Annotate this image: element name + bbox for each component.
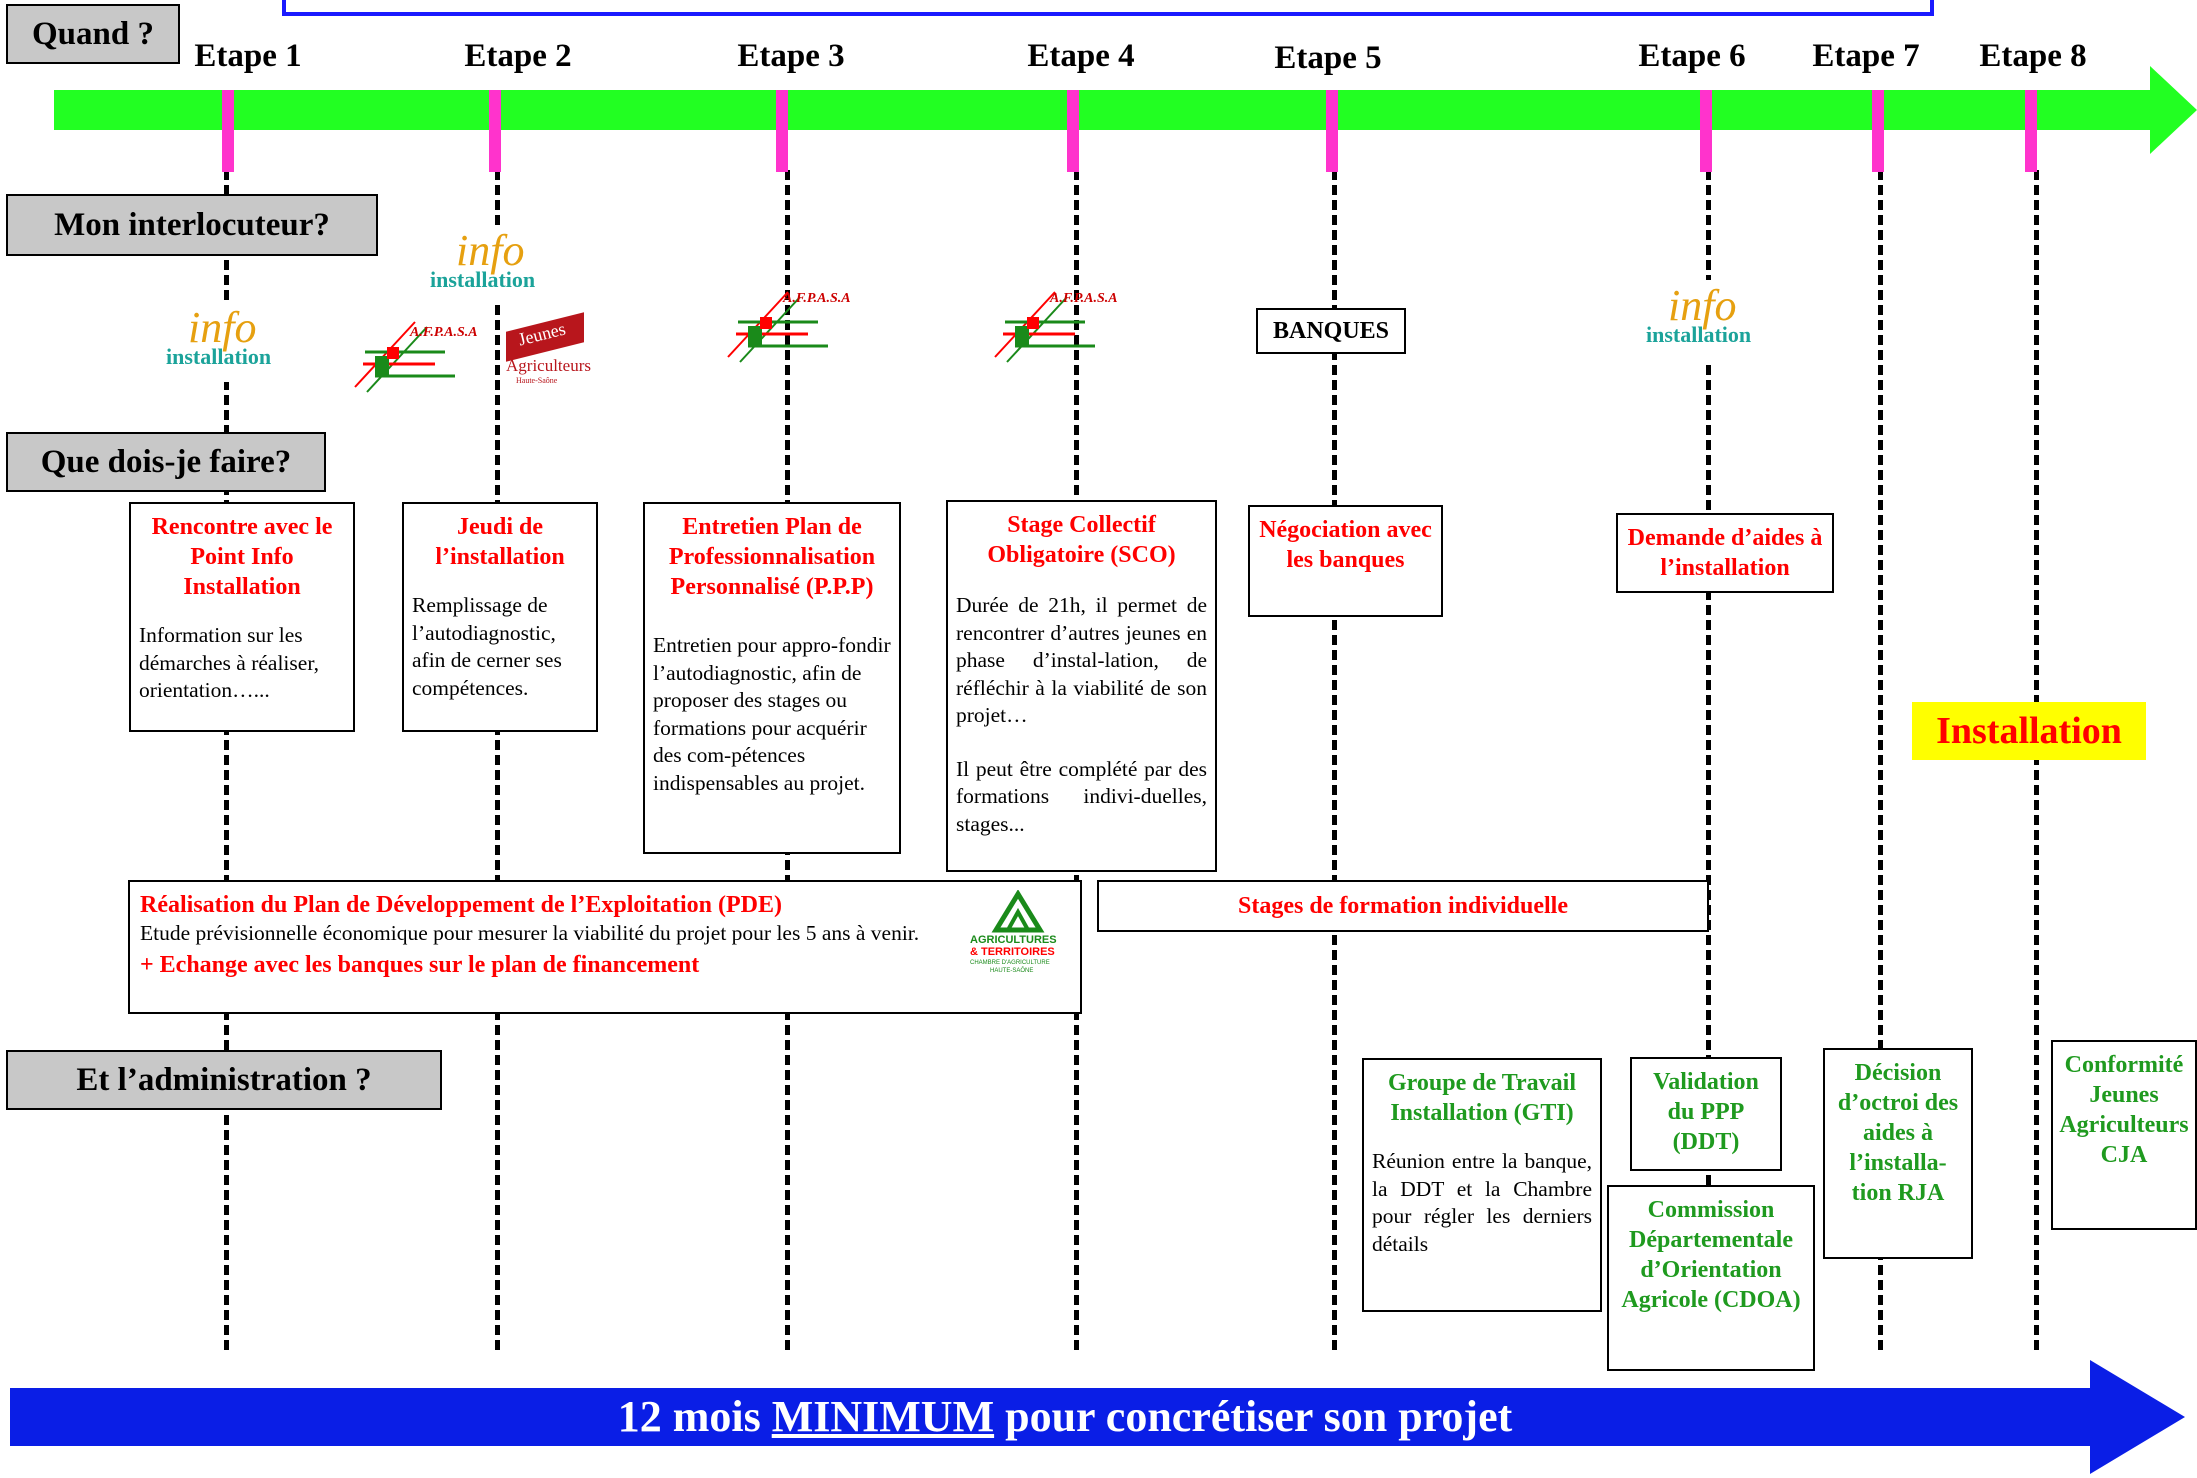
afpasa-logo-3: A.F.P.A.S.A: [727, 291, 851, 363]
pde-box: Réalisation du Plan de Développement de …: [128, 880, 1082, 1014]
step-line-7: [1878, 170, 1883, 1350]
administration-label: Et l’administration ?: [6, 1050, 442, 1110]
step-label-7: Etape 7: [1812, 38, 1920, 74]
task-4-title: Stage Collectif Obligatoire (SCO): [987, 512, 1176, 568]
gti-title: Groupe de Travail Installation (GTI): [1387, 1070, 1576, 1126]
agri-line-3: CHAMBRE D'AGRICULTURE: [970, 960, 1050, 966]
task-box-1: Rencontre avec le Point Info Installatio…: [129, 502, 355, 732]
duration-prefix: 12 mois: [617, 1391, 772, 1441]
step-label-8: Etape 8: [1979, 38, 2087, 74]
afpasa-text: A.F.P.A.S.A: [409, 325, 478, 340]
banques-label: BANQUES: [1256, 308, 1406, 354]
info-word: info: [188, 303, 257, 352]
stages-individuels-box: Stages de formation individuelle: [1097, 880, 1709, 932]
task-2-title: Jeudi de l’installation: [435, 514, 565, 570]
info-word: info: [456, 226, 525, 275]
gti-box: Groupe de Travail Installation (GTI) Réu…: [1362, 1058, 1602, 1312]
step-line-1: [224, 170, 229, 1350]
afpasa-logo-2: A.F.P.A.S.A: [354, 321, 478, 393]
agricultures-territoires-logo: AGRICULTURES & TERRITOIRES CHAMBRE D'AGR…: [970, 890, 1070, 982]
rja-title: Décision d’octroi des aides à l’installa…: [1837, 1060, 1959, 1206]
rja-box: Décision d’octroi des aides à l’installa…: [1823, 1048, 1973, 1259]
step-tick-1: [222, 90, 234, 172]
cja-box: Conformité Jeunes Agriculteurs CJA: [2051, 1040, 2197, 1230]
task-1-title: Rencontre avec le Point Info Installatio…: [151, 514, 333, 600]
step-label-5: Etape 5: [1274, 40, 1382, 76]
task-2-body: Remplissage de l’autodiagnostic, afin de…: [412, 593, 562, 700]
duration-arrow: [10, 1360, 2185, 1474]
duration-emphasis: MINIMUM: [771, 1391, 995, 1441]
info-installation-logo-1: info installation: [160, 302, 280, 382]
installation-word: installation: [1646, 322, 1752, 347]
jeunes-agriculteurs-logo: Jeunes Agriculteurs Haute-Saône: [496, 312, 596, 388]
ppp-box: Validation du PPP (DDT): [1630, 1057, 1782, 1171]
task-1-body: Information sur les démarches à réaliser…: [139, 623, 319, 702]
step-tick-7: [1872, 90, 1884, 172]
step-tick-5: [1326, 90, 1338, 172]
afpasa-logo-4: A.F.P.A.S.A: [994, 291, 1118, 363]
info-installation-logo-2: info installation: [430, 225, 550, 305]
installation-highlight: Installation: [1912, 702, 2146, 760]
installation-word: installation: [166, 344, 272, 369]
step-label-6: Etape 6: [1638, 38, 1746, 74]
step-line-6: [1706, 170, 1711, 1350]
haute-saone-word: Haute-Saône: [516, 376, 558, 385]
step-tick-2: [489, 90, 501, 172]
cdoa-title: Commission Départementale d’Orientation …: [1621, 1197, 1801, 1313]
task-4-body-1: Durée de 21h, il permet de rencontrer d’…: [956, 593, 1207, 727]
task-3-title: Entretien Plan de Professionnalisation P…: [668, 514, 876, 600]
step-label-1: Etape 1: [194, 38, 302, 74]
quand-label: Quand ?: [6, 4, 180, 64]
installation-word: installation: [430, 267, 536, 292]
task-box-4: Stage Collectif Obligatoire (SCO) Durée …: [946, 500, 1217, 872]
top-frame: [282, 0, 1934, 16]
duration-text: 12 mois MINIMUM pour concrétiser son pro…: [0, 1388, 2130, 1444]
step-tick-8: [2025, 90, 2037, 172]
timeline-arrow: [54, 66, 2197, 154]
step-label-2: Etape 2: [464, 38, 572, 74]
agriculteurs-word: Agriculteurs: [506, 356, 591, 375]
step-line-5: [1332, 170, 1337, 1350]
task-5-title: Négociation avec les banques: [1259, 517, 1432, 573]
info-installation-logo-6: info installation: [1640, 280, 1770, 360]
chambre-agriculture-icon: [991, 890, 1045, 933]
info-word: info: [1668, 281, 1737, 330]
agri-line-2: & TERRITOIRES: [970, 946, 1055, 958]
interlocuteur-label: Mon interlocuteur?: [6, 194, 378, 256]
agri-line-4: HAUTE-SAÔNE: [990, 968, 1034, 974]
task-box-2: Jeudi de l’installation Remplissage de l…: [402, 502, 598, 732]
pde-extra: + Echange avec les banques sur le plan d…: [140, 951, 700, 978]
pde-title: Réalisation du Plan de Développement de …: [140, 892, 783, 918]
cdoa-box: Commission Départementale d’Orientation …: [1607, 1185, 1815, 1371]
stages-individuels-text: Stages de formation individuelle: [1237, 893, 1568, 919]
gti-body: Réunion entre la banque, la DDT et la Ch…: [1372, 1149, 1592, 1256]
ppp-title: Validation du PPP (DDT): [1653, 1069, 1759, 1155]
task-3-body: Entretien pour appro-fondir l’autodiagno…: [653, 633, 891, 795]
step-line-8: [2034, 170, 2039, 1350]
pde-body: Etude prévisionnelle économique pour mes…: [140, 921, 920, 945]
step-tick-6: [1700, 90, 1712, 172]
task-box-6: Demande d’aides à l’installation: [1616, 513, 1834, 593]
task-box-5: Négociation avec les banques: [1248, 505, 1443, 617]
afpasa-text: A.F.P.A.S.A: [782, 291, 851, 306]
step-label-3: Etape 3: [737, 38, 845, 74]
duration-suffix: pour concrétiser son projet: [994, 1391, 1513, 1441]
task-box-3: Entretien Plan de Professionnalisation P…: [643, 502, 901, 854]
task-4-body-2: Il peut être complété par des formations…: [956, 756, 1207, 836]
step-tick-3: [776, 90, 788, 172]
task-6-title: Demande d’aides à l’installation: [1627, 525, 1823, 581]
step-line-2: [495, 170, 500, 1350]
afpasa-text: A.F.P.A.S.A: [1049, 291, 1118, 306]
step-tick-4: [1067, 90, 1079, 172]
agri-line-1: AGRICULTURES: [970, 934, 1057, 946]
que-faire-label: Que dois-je faire?: [6, 432, 326, 492]
cja-title: Conformité Jeunes Agriculteurs CJA: [2059, 1052, 2189, 1168]
step-label-4: Etape 4: [1027, 38, 1135, 74]
